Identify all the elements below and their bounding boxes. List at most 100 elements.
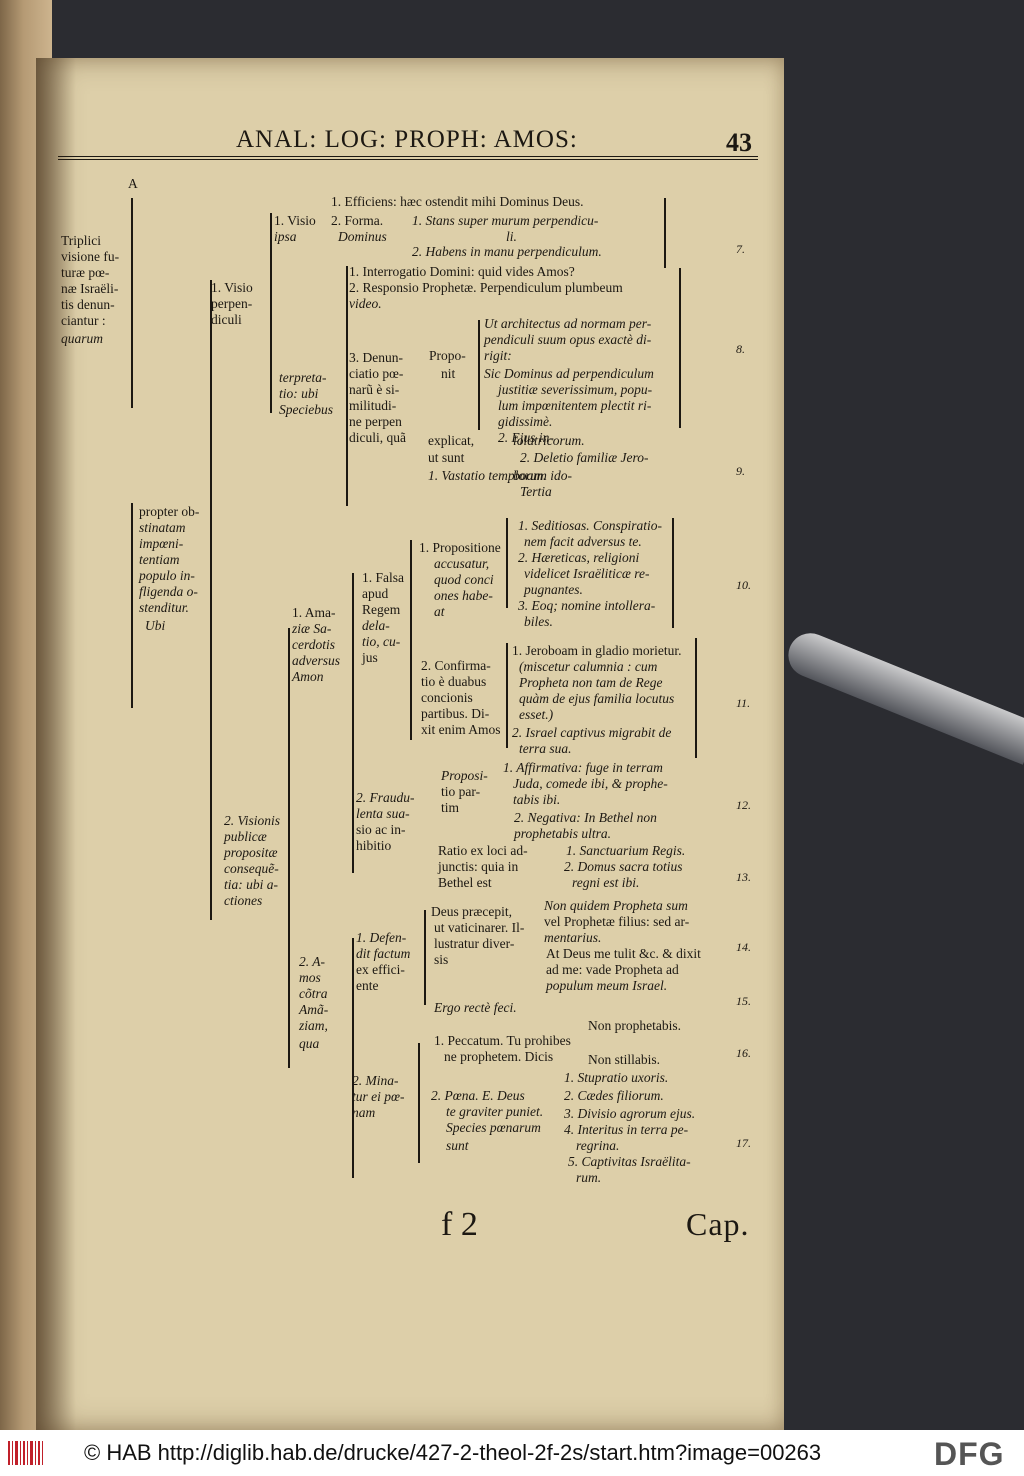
schema-line: propter ob- xyxy=(139,504,200,519)
schema-line: ones habe- xyxy=(434,588,493,603)
schema-line: nam xyxy=(352,1105,376,1120)
schema-line: tio, cu- xyxy=(362,634,401,649)
bracket-level3 xyxy=(270,213,272,413)
schema-line: Non quidem Propheta sum xyxy=(544,898,688,913)
schema-line: 2. Visionis xyxy=(224,813,281,828)
glass-page-weight xyxy=(781,626,1024,765)
schema-line: 2. Confirma- xyxy=(421,658,491,673)
schema-line: dit factum xyxy=(356,946,411,961)
schema-line: regrina. xyxy=(576,1138,620,1153)
bracket-level4 xyxy=(346,266,348,506)
schema-line: video. xyxy=(349,296,382,311)
schema-line: 1. Peccatum. Tu prohibes xyxy=(434,1033,571,1048)
verse-number: 10. xyxy=(736,578,751,592)
schema-line: sunt xyxy=(446,1138,469,1153)
schema-line: ad me: vade Propheta ad xyxy=(546,962,679,977)
barcode-icon xyxy=(6,1438,46,1468)
schema-line: cerdotis xyxy=(292,637,335,652)
schema-line: dela- xyxy=(362,618,390,633)
spine-shadow xyxy=(36,58,76,1430)
schema-line: sio ac in- xyxy=(356,822,406,837)
verse-number: 17. xyxy=(736,1136,751,1150)
schema-line: publicæ xyxy=(224,829,267,844)
signature-mark: f 2 xyxy=(441,1206,478,1243)
schema-line: esset.) xyxy=(519,707,554,722)
verse-number: 12. xyxy=(736,798,751,812)
schema-line: hibitio xyxy=(356,838,392,853)
schema-line: 1. Jeroboam in gladio morietur. xyxy=(512,643,682,658)
bracket-level4b xyxy=(352,573,354,873)
schema-line: 1. Ama- xyxy=(292,605,336,620)
page-number: 43 xyxy=(726,128,752,157)
schema-line: li. xyxy=(506,229,517,244)
schema-line: Propheta non tam de Rege xyxy=(519,675,663,690)
head-rule xyxy=(58,156,758,160)
schema-line: 2. Ejus in- xyxy=(498,430,554,445)
schema-line: adversus xyxy=(292,653,340,668)
schema-line: propositæ xyxy=(224,845,278,860)
schema-line: 2. Hæreticas, religioni xyxy=(518,550,640,565)
schema-line: prophetabis ultra. xyxy=(514,826,612,841)
schema-line: 2. Fraudu- xyxy=(356,790,415,805)
schema-line: ziam, xyxy=(299,1018,328,1033)
schema-line: 2. Cædes filiorum. xyxy=(564,1088,664,1103)
footer-copyright-link[interactable]: © HAB http://diglib.hab.de/drucke/427-2-… xyxy=(84,1440,822,1465)
schema-line: videlicet Israëliticæ re- xyxy=(524,566,650,581)
schema-line: ziæ Sa- xyxy=(292,621,332,636)
bracket-level5b xyxy=(424,910,426,1005)
verse-number: 16. xyxy=(736,1046,751,1060)
schema-line: mentarius. xyxy=(544,930,602,945)
schema-line: 2. Israel captivus migrabit de xyxy=(512,725,672,740)
schema-line: Sic Dominus ad perpendiculum xyxy=(484,366,654,381)
schema-line: qua xyxy=(299,1036,320,1051)
schema-line: jus xyxy=(362,650,378,665)
schema-line: tio par- xyxy=(441,784,481,799)
schema-line: militudi- xyxy=(349,398,397,413)
schema-line: tio: ubi xyxy=(279,386,319,401)
schema-line: 1. Propositione xyxy=(419,540,501,555)
schema-line: nem facit adversus te. xyxy=(524,534,642,549)
schema-line: impœni- xyxy=(139,536,184,551)
schema-line: Bethel est xyxy=(438,875,492,890)
bracket-right-b xyxy=(679,268,681,428)
bracket-level5c xyxy=(418,1043,420,1163)
schema-line: 1. Sanctuarium Regis. xyxy=(566,843,686,858)
schema-line: cõtra xyxy=(299,986,328,1001)
schema-line: Juda, comede ibi, & prophe- xyxy=(513,776,668,791)
schema-line: terpreta- xyxy=(279,370,327,385)
schema-line: 3. Eoq; nomine intollera- xyxy=(518,598,656,613)
schema-line: concionis xyxy=(421,690,473,705)
schema-line: ipsa xyxy=(274,229,297,244)
schema-line: Deus præcepit, xyxy=(431,904,512,919)
bracket-level2 xyxy=(210,280,212,920)
schema-line: ut sunt xyxy=(428,450,465,465)
schema-line: apud xyxy=(362,586,389,601)
schema-line: Ut architectus ad normam per- xyxy=(484,316,652,331)
schema-line: 2. Domus sacra totius xyxy=(564,859,683,874)
schema-line: 2. Mina- xyxy=(352,1073,399,1088)
schema-line: biles. xyxy=(524,614,553,629)
schema-line: Proposi- xyxy=(441,768,488,783)
schema-line: Amon xyxy=(292,669,324,684)
schema-line: 2. Pœna. E. Deus xyxy=(431,1088,525,1103)
bracket-main xyxy=(131,198,133,408)
schema-line: xit enim Amos xyxy=(421,722,501,737)
schema-line: Tertia xyxy=(520,484,552,499)
schema-line: Amã- xyxy=(299,1002,329,1017)
schema-line: 2. Habens in manu perpendiculum. xyxy=(412,244,602,259)
schema-line: ctiones xyxy=(224,893,263,908)
schema-line: Ratio ex loci ad- xyxy=(438,843,528,858)
schema-line: 1. Falsa xyxy=(362,570,404,585)
schema-line: diculi xyxy=(211,312,242,327)
schema-line: 1. Affirmativa: fuge in terram xyxy=(503,760,663,775)
schema-line: tur ei pœ- xyxy=(352,1089,405,1104)
verse-number: 11. xyxy=(736,696,751,710)
schema-line: nit xyxy=(441,366,456,381)
schema-line: pugnantes. xyxy=(524,582,583,597)
schema-line: 5. Captivitas Israëlita- xyxy=(568,1154,691,1169)
bracket-tertia xyxy=(131,503,133,708)
schema-line: justitiæ severissimum, popu- xyxy=(498,382,653,397)
schema-line: lustratur diver- xyxy=(434,936,515,951)
schema-line: At Deus me tulit &c. & dixit xyxy=(546,946,701,961)
